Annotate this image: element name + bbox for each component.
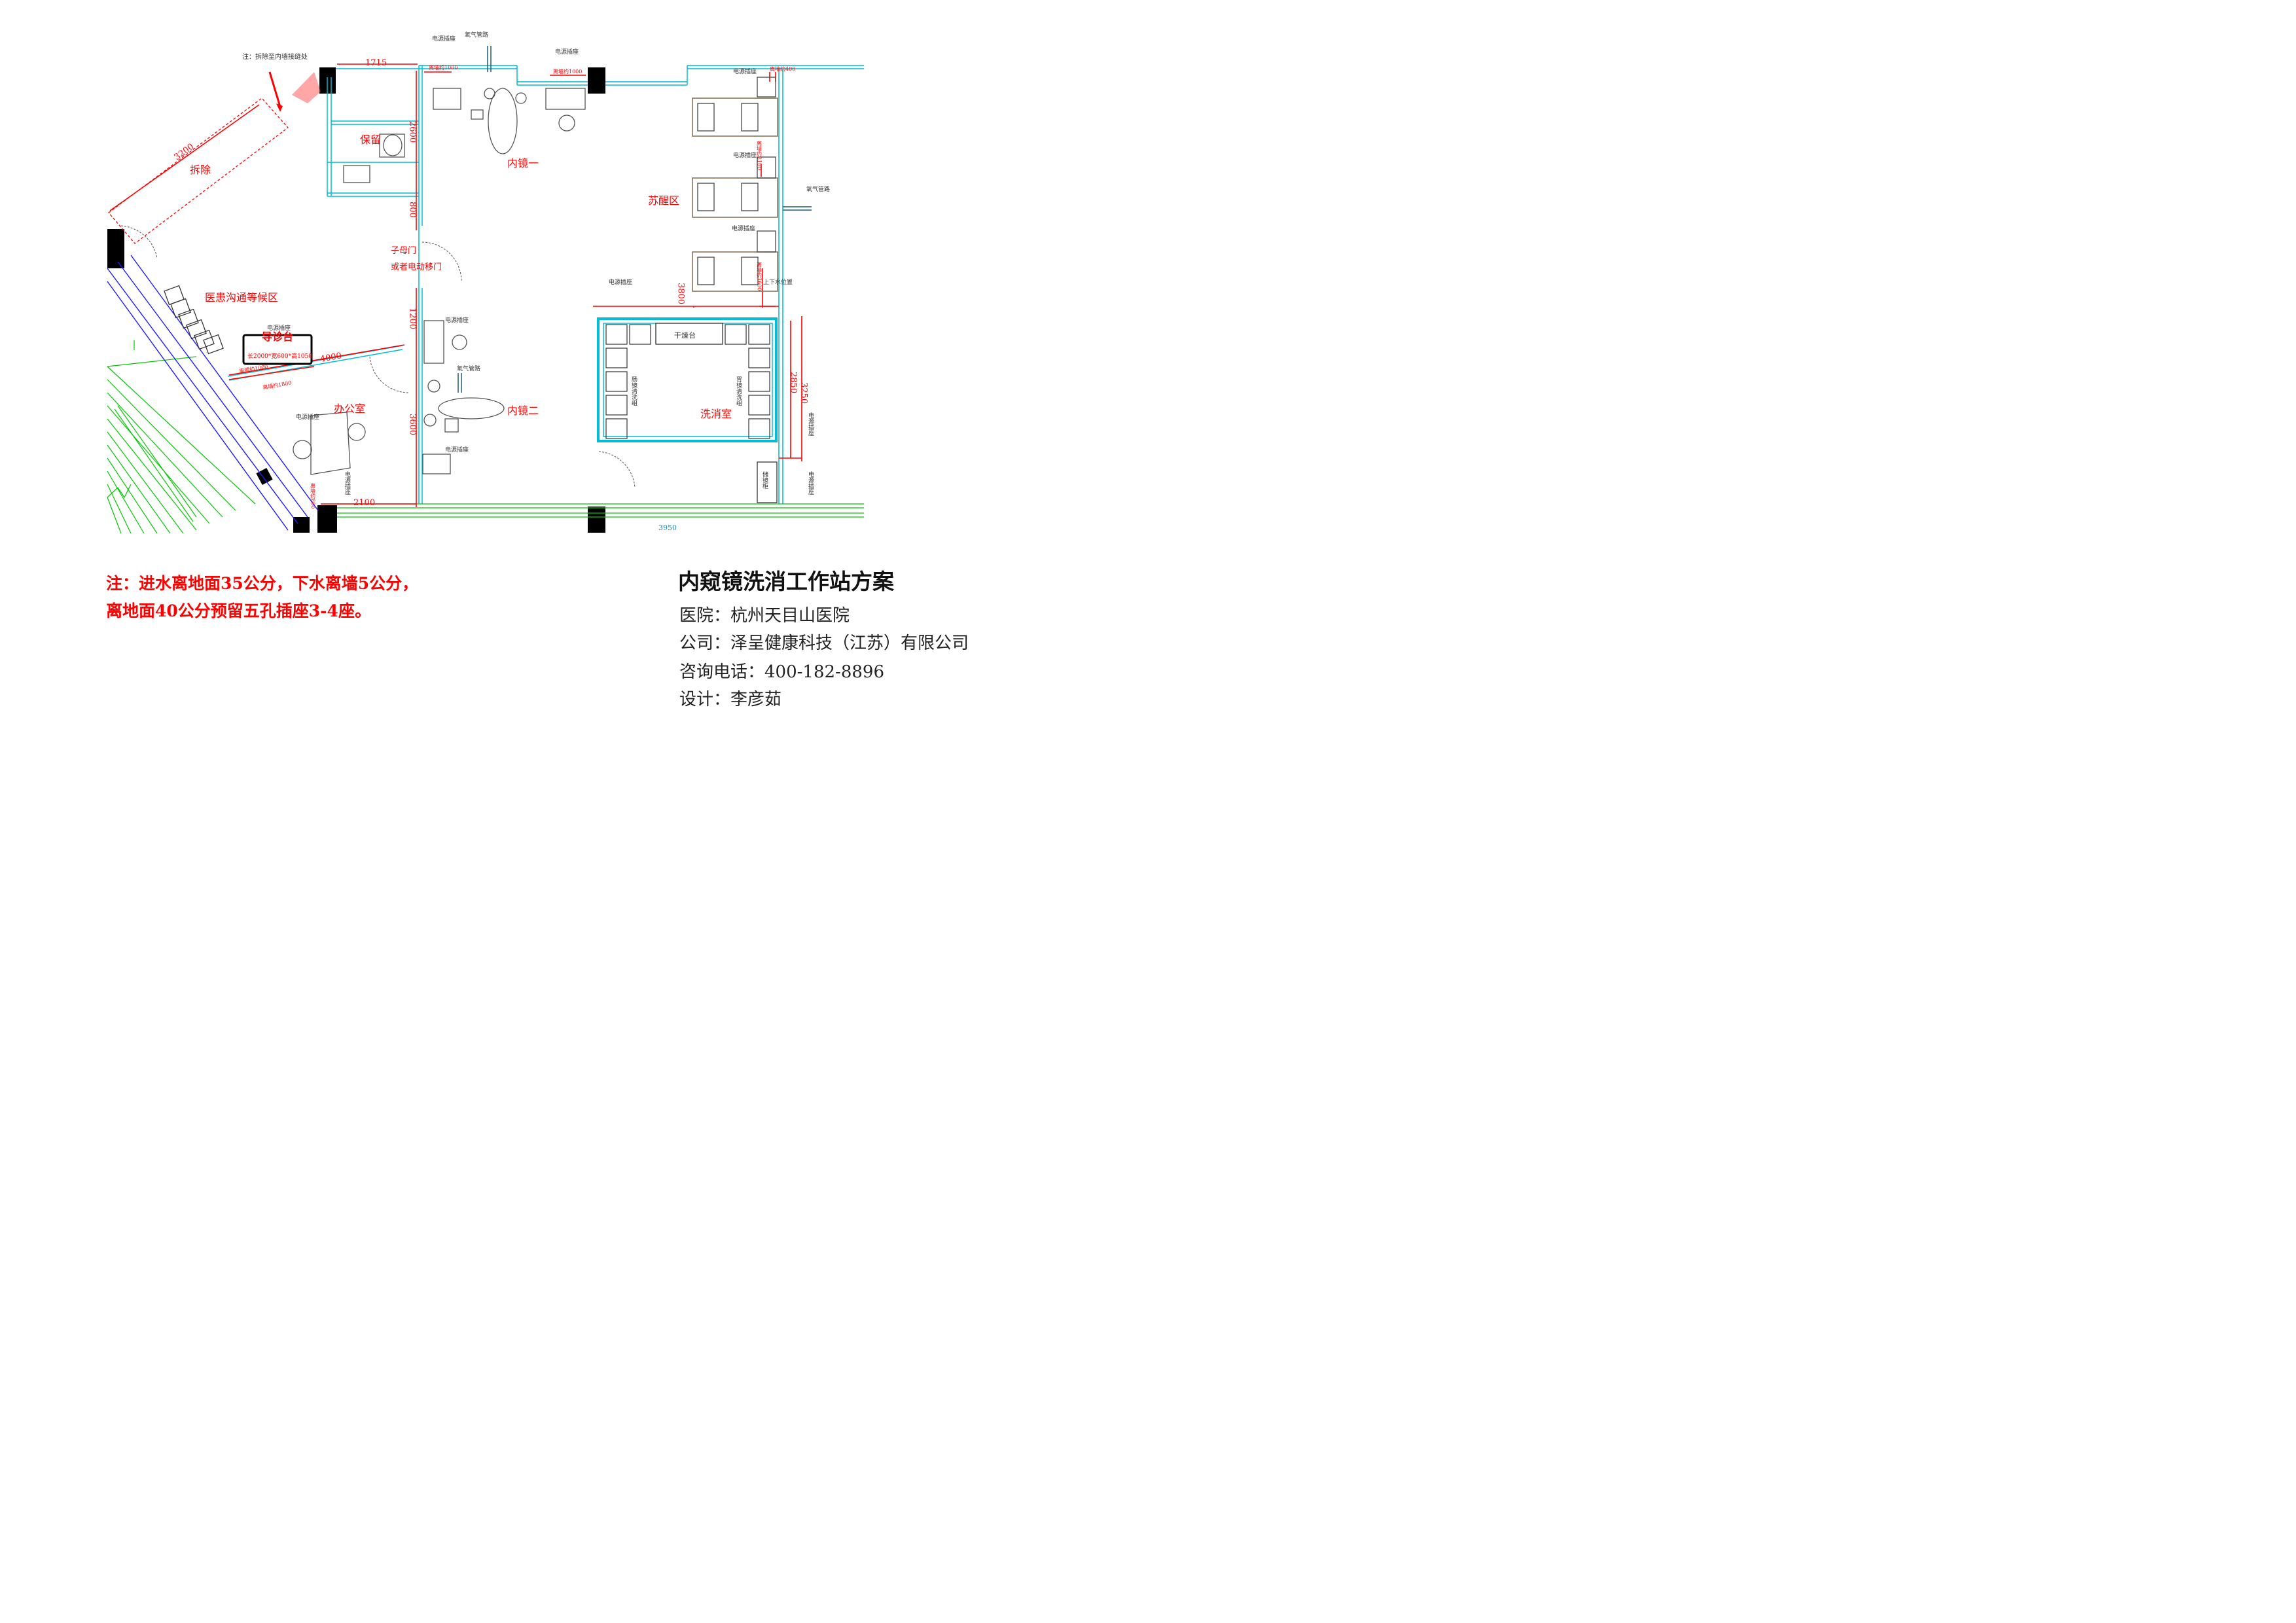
recovery-beds: [692, 98, 778, 292]
label-remove: 拆除: [190, 164, 211, 176]
label-water-pos: 上下水位置: [763, 278, 793, 286]
dim-2600: 2600: [408, 121, 418, 143]
column: [107, 229, 124, 268]
floor-plan: 保留 拆除 内镜一 苏醒区 医患沟通等候区 子母门 或者电动移门 办公室 内镜二…: [107, 31, 864, 534]
label-scope1: 内镜一: [507, 157, 539, 169]
oxygen-label: 氧气管路: [806, 185, 830, 193]
socket-label: 电源插座: [733, 151, 757, 159]
dim-800: 800: [408, 202, 418, 218]
note-wall1600: 离墙约1600: [757, 261, 762, 291]
column: [293, 517, 310, 533]
dim-3800: 3800: [676, 283, 686, 304]
socket-label: 电源插座: [344, 471, 351, 495]
label-office: 办公室: [334, 402, 365, 415]
column: [588, 67, 605, 94]
socket-label: 电源插座: [445, 446, 469, 454]
oxygen-label: 氧气管路: [457, 365, 480, 372]
note-wall400: 离墙约400: [770, 65, 795, 72]
structural-columns: [107, 67, 605, 533]
phone-info: 咨询电话：400-182-8896: [679, 662, 884, 682]
stair-area: [107, 340, 864, 534]
project-title: 内窥镜洗消工作站方案: [678, 569, 894, 594]
dim-3950: 3950: [658, 524, 677, 532]
label-dryer: 干燥台: [674, 330, 696, 340]
scope-storage-cabinet: [757, 461, 778, 503]
reception-desk: [242, 334, 313, 365]
socket-label: 电源插座: [609, 278, 632, 286]
dim-1200: 1200: [408, 308, 418, 329]
label-remove-note: 注：拆除至内墙接缝处: [242, 52, 308, 61]
company-info: 公司：泽呈健康科技（江苏）有限公司: [679, 633, 969, 653]
note-line-1: 注：进水离地面35公分，下水离墙5公分，: [106, 574, 419, 593]
column: [256, 467, 273, 486]
label-wash-room: 洗消室: [700, 408, 732, 420]
oxygen-label: 氧气管路: [465, 31, 488, 39]
bed: [692, 98, 778, 137]
socket-label: 电源插座: [732, 224, 755, 232]
washing-station: [597, 317, 778, 503]
socket-label: 电源插座: [807, 471, 814, 495]
note-wall800: 离墙约800: [310, 482, 316, 508]
socket-label: 电源插座: [555, 48, 579, 56]
note-wall1000: 离墙约1000: [429, 64, 457, 71]
hospital-info: 医院：杭州天目山医院: [679, 606, 850, 626]
socket-label: 电源插座: [445, 316, 469, 324]
dim-2850: 2850: [789, 372, 798, 393]
label-door1: 子母门: [391, 246, 416, 256]
furniture: [293, 88, 586, 475]
designer-info: 设计：李彦茹: [679, 690, 782, 709]
note-line-2: 离地面40公分预留五孔插座3-4座。: [106, 601, 371, 620]
socket-label: 电源插座: [733, 67, 757, 75]
dim-2100: 2100: [353, 498, 375, 508]
label-scope2: 内镜二: [507, 404, 539, 417]
label-door2: 或者电动移门: [391, 262, 442, 272]
column: [588, 507, 605, 533]
note-wall1800: 离墙约1800: [262, 379, 292, 391]
demolition-outline: [108, 71, 321, 244]
label-recovery: 苏醒区: [648, 194, 679, 207]
label-colon-group: 肠镜清洗组: [630, 376, 637, 406]
note-wall2100: 离墙约2100: [757, 140, 762, 169]
label-desk-size: 长2000*宽600*高1050: [247, 352, 312, 360]
dim-3200: 3200: [173, 142, 196, 163]
oxygen-pipes: [457, 46, 812, 393]
label-desk: 导诊台: [262, 330, 293, 343]
socket-label: 电源插座: [267, 324, 291, 332]
door-swings: [120, 225, 636, 488]
label-gastro-group: 胃镜清洗组: [735, 376, 742, 406]
note-wall1000b: 离墙约1000: [553, 68, 582, 75]
label-waiting: 医患沟通等候区: [205, 291, 278, 304]
column: [317, 505, 337, 533]
corridor-walls: [107, 255, 319, 531]
socket-label: 电源插座: [432, 35, 456, 43]
socket-label: 电源插座: [296, 413, 319, 421]
label-keep: 保留: [360, 134, 381, 146]
dim-1715: 1715: [365, 58, 387, 68]
dim-3250: 3250: [799, 382, 809, 404]
waiting-chairs: [164, 285, 224, 355]
bed: [692, 251, 778, 292]
dim-3600: 3600: [408, 414, 418, 435]
dimension-lines: [109, 63, 802, 507]
cyan-walls: [227, 65, 864, 504]
label-storage: 储镜柜: [761, 471, 768, 490]
dim-4000: 4000: [319, 351, 342, 365]
bed: [692, 177, 778, 218]
socket-label: 电源插座: [807, 412, 814, 437]
